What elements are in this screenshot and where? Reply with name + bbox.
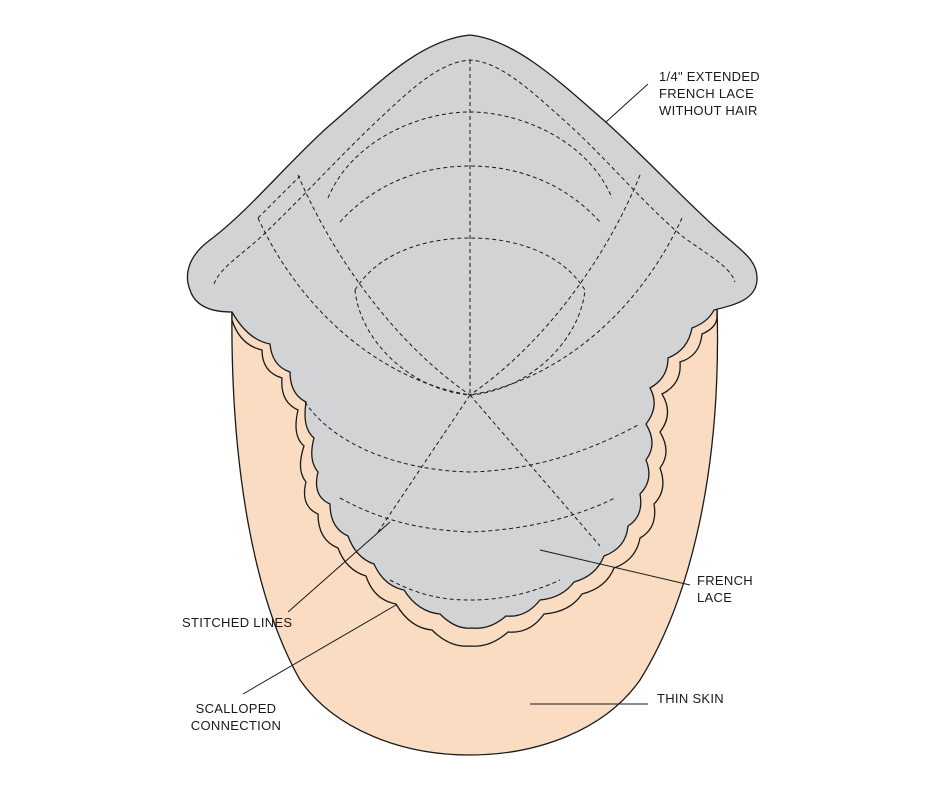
leader-lines	[242, 83, 691, 705]
leader-extended-lace	[605, 83, 649, 123]
extended-lace-label: 1/4" EXTENDED FRENCH LACE WITHOUT HAIR	[659, 68, 760, 119]
scalloped-connection-label-line-1: SCALLOPED	[195, 701, 277, 716]
stitched-lines	[213, 59, 736, 601]
scalloped-connection-label: SCALLOPED CONNECTION	[186, 700, 286, 734]
french-lace-label-line-1: FRENCH	[697, 573, 753, 588]
extended-lace-label-line-1: 1/4" EXTENDED	[659, 69, 760, 84]
leader-stitched-lines	[287, 521, 391, 613]
french-lace-label-line-2: LACE	[697, 590, 733, 605]
extended-lace-label-line-3: WITHOUT HAIR	[659, 103, 758, 118]
stitched-lines-label-line-1: STITCHED LINES	[182, 615, 293, 630]
extended-lace-label-line-2: FRENCH LACE	[659, 86, 755, 101]
stitched-lines-label: STITCHED LINES	[182, 614, 292, 631]
french-lace-region	[186, 34, 758, 629]
leader-scalloped-connection	[242, 604, 397, 695]
french-lace-label: FRENCH LACE	[697, 572, 753, 606]
thin-skin-label-line-1: THIN SKIN	[657, 691, 724, 706]
thin-skin-label: THIN SKIN	[657, 690, 724, 707]
leader-french-lace	[539, 549, 691, 586]
scalloped-connection-label-line-2: CONNECTION	[190, 718, 282, 733]
